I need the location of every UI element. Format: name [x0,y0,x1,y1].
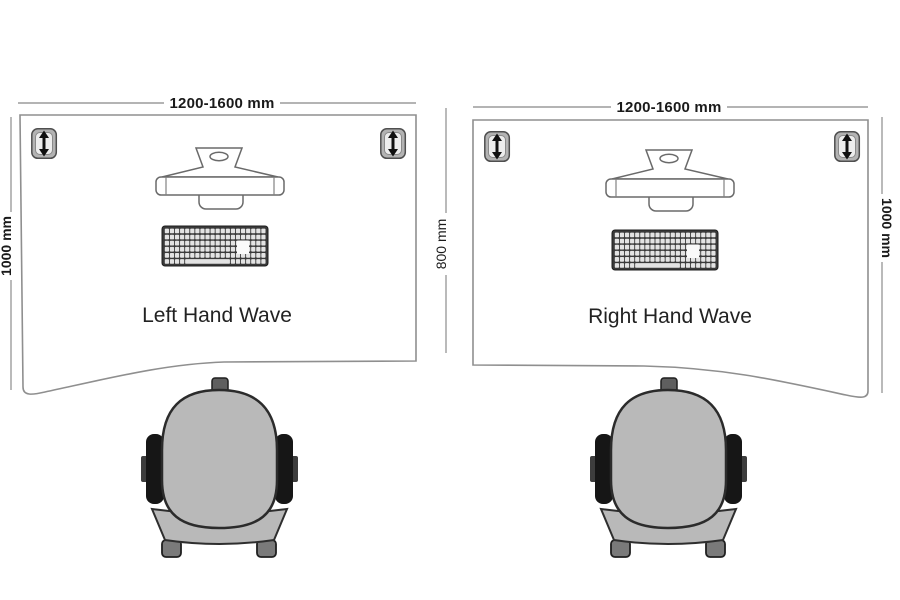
middle-depth-dimension: 800 mm [433,108,449,353]
updown-arrow-grommet-icon [30,127,58,160]
right-depth-dimension-label: 1000 mm [879,198,895,258]
right-desk-group: 1200-1600 mm 1000 mm Right Hand Wave [472,99,895,559]
right-desk-label: Right Hand Wave [588,305,752,328]
left-desk-label: Left Hand Wave [142,304,292,327]
left-width-dimension-label: 1200-1600 mm [170,95,275,112]
left-depth-dimension-label: 1000 mm [0,216,14,276]
updown-arrow-grommet-icon [379,127,407,160]
left-desk-group: 1200-1600 mm 1000 mm Left Hand Wave [0,95,417,559]
keyboard-top-view-icon [611,229,719,271]
updown-arrow-grommet-icon [483,130,511,163]
updown-arrow-grommet-icon [833,130,861,163]
right-width-dimension-label: 1200-1600 mm [617,99,722,116]
middle-depth-dimension-label: 800 mm [433,219,449,270]
keyboard-top-view-icon [161,225,269,267]
